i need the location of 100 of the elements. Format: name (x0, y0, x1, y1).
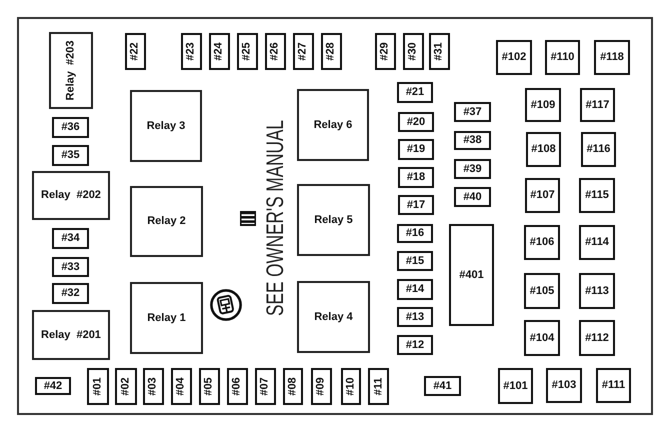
fuse-slot (181, 33, 202, 70)
fuse-slot (580, 88, 615, 122)
relay-label: Relay #202 (41, 190, 101, 201)
fuse-number: #21 (406, 87, 424, 98)
fuse-slot (454, 131, 491, 150)
fuse-number: #14 (406, 284, 424, 295)
fuse-number: #24 (214, 42, 225, 61)
fuse-slot (52, 283, 89, 304)
fuse-number: #32 (61, 288, 80, 299)
fuse-slot (171, 368, 192, 405)
fuse-number: #35 (61, 150, 80, 161)
fuse-slot (581, 132, 616, 167)
fuse-slot (579, 178, 615, 213)
fuse-number: #30 (408, 42, 419, 61)
relay-label: Relay 1 (147, 312, 186, 324)
fuse-slot (35, 377, 71, 395)
fuse-slot (227, 368, 248, 405)
fuse-number: #107 (530, 190, 555, 201)
fuse-number: #117 (586, 100, 610, 110)
fuse-number: #108 (531, 144, 556, 155)
fuse-number: #105 (530, 286, 554, 296)
fuse-slot (87, 368, 109, 405)
fuse-slot (397, 279, 433, 300)
fuse-slot (397, 82, 433, 103)
fuse-number: #29 (380, 42, 391, 61)
fuse-slot (398, 167, 434, 188)
fuse-slot (398, 195, 434, 215)
fuse-slot (546, 368, 582, 403)
fuse-slot (545, 40, 580, 75)
fuse-slot (524, 273, 560, 309)
relay-label: Relay 6 (314, 120, 352, 130)
fuse-slot (255, 368, 276, 405)
fuse-number: #110 (550, 52, 574, 63)
fuse-number: #07 (260, 377, 271, 396)
fuse-number: #106 (530, 237, 554, 248)
fuse-slot (397, 224, 433, 243)
fuse-number: #17 (406, 200, 426, 210)
fuse-number: #114 (585, 237, 609, 248)
fuse-number: #115 (585, 190, 609, 201)
fuse-number: #103 (552, 380, 576, 391)
relay-slot (32, 310, 110, 360)
relay-slot (32, 171, 110, 220)
fuse-number: #11 (373, 378, 384, 396)
fuse-number: #15 (406, 256, 424, 266)
fuse-number: #113 (585, 286, 609, 296)
fuse-number: #42 (44, 380, 62, 392)
fuse-slot (283, 368, 303, 405)
fuse-number: #08 (288, 377, 298, 396)
fuse-slot (143, 368, 164, 405)
fuse-number: #27 (298, 42, 309, 61)
fuse-number: #33 (61, 262, 80, 272)
relay-label: Relay #203 (66, 40, 76, 100)
relay-slot (297, 281, 370, 353)
fuse-slot (496, 40, 532, 75)
fuse-number: #20 (406, 116, 426, 128)
fuse-number: #41 (433, 380, 452, 392)
fuse-slot (579, 225, 615, 260)
fuse-slot (311, 368, 332, 405)
fuse-number: #04 (176, 377, 187, 396)
fuse-number: #31 (434, 42, 445, 61)
fuse-number: #01 (92, 377, 104, 396)
fuse-slot (454, 159, 491, 179)
fuse-slot (398, 139, 434, 160)
relay-label: Relay 2 (147, 216, 186, 227)
relay-slot (297, 89, 369, 161)
relay-label: Relay 5 (314, 214, 353, 226)
relay-slot (49, 32, 93, 109)
fuse-number: #34 (61, 233, 80, 244)
fuse-slot (199, 368, 220, 405)
fuse-number: #39 (463, 164, 482, 174)
fuse-number: #104 (530, 332, 554, 344)
fuse-slot (52, 145, 89, 166)
relay-slot (130, 282, 203, 354)
fuse-slot (321, 33, 342, 70)
relay-label: Relay 4 (314, 312, 353, 322)
fuse-number: #118 (600, 52, 624, 63)
fuse-slot (524, 320, 560, 356)
fuse-slot (596, 368, 631, 403)
relay-slot (297, 184, 370, 256)
fuse-number: #05 (204, 377, 215, 396)
fuse-slot (375, 33, 396, 70)
fuse-slot (454, 102, 491, 122)
fuse-slot (52, 228, 89, 249)
fuse-number: #19 (406, 144, 426, 155)
fuse-slot (115, 368, 137, 405)
fuse-slot (454, 187, 491, 207)
relay-label: Relay 3 (146, 120, 186, 132)
fuse-number: #112 (585, 332, 609, 344)
relay-slot (130, 186, 203, 257)
relay-label: Relay #201 (41, 330, 101, 340)
instruction-text: SEE OWNER'S MANUAL (264, 120, 288, 316)
fuse-slot (52, 257, 89, 277)
fuse-slot (403, 33, 424, 70)
fuse-number: #25 (242, 42, 253, 61)
fuse-slot (398, 112, 434, 132)
fuse-number: #02 (120, 377, 132, 396)
fuse-slot (525, 178, 560, 213)
fuse-slot (397, 335, 433, 355)
fuse-number: #18 (406, 172, 426, 183)
fuse-number: #102 (502, 52, 526, 63)
